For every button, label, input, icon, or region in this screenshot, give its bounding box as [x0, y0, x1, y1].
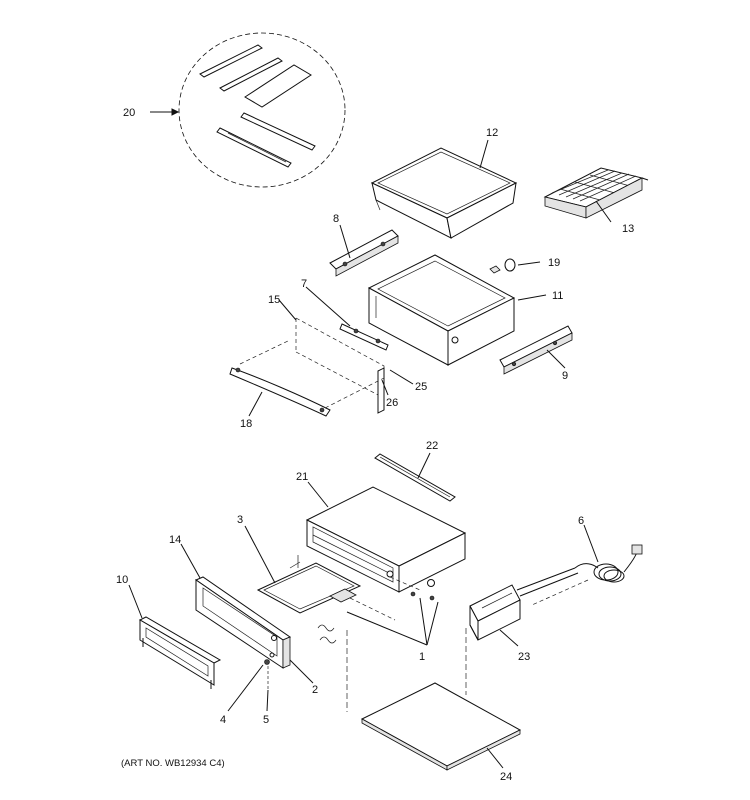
part-20-gasket-kit — [178, 32, 346, 188]
callout-7: 7 — [301, 278, 307, 290]
part-15-drawer-front-panel — [295, 317, 385, 414]
callout-21: 21 — [296, 471, 308, 483]
part-6-power-cord — [516, 544, 643, 606]
callout-10: 10 — [116, 574, 128, 586]
callout-8: 8 — [333, 213, 339, 225]
part-13-rack — [543, 167, 649, 219]
callout-14: 14 — [169, 534, 181, 546]
art-number: (ART NO. WB12934 C4) — [121, 758, 225, 769]
callout-9: 9 — [562, 370, 568, 382]
part-22-strip — [374, 453, 456, 502]
part-14-front-frame — [194, 576, 292, 669]
leader-lines — [128, 108, 612, 769]
part-8-slide-rail — [329, 229, 399, 277]
callout-5: 5 — [263, 714, 269, 726]
part-7-bracket — [339, 323, 389, 351]
part-10-trim-panel — [138, 616, 222, 689]
callout-15: 15 — [268, 294, 280, 306]
callout-26: 26 — [386, 397, 398, 409]
callout-6: 6 — [578, 515, 584, 527]
callout-4: 4 — [220, 714, 226, 726]
part-3-heating-element — [256, 555, 362, 614]
callout-25: 25 — [415, 381, 427, 393]
part-23-bracket-box — [469, 584, 521, 641]
part-9-trim-strip — [499, 325, 573, 375]
part-12-drawer-pan — [370, 147, 518, 239]
callout-12: 12 — [486, 127, 498, 139]
callout-23: 23 — [518, 651, 530, 663]
part-18-handle — [229, 339, 385, 417]
callout-18: 18 — [240, 418, 252, 430]
callout-22: 22 — [426, 440, 438, 452]
screws-2-4-5 — [264, 624, 337, 690]
part-1-terminals — [349, 570, 435, 621]
part-24-bottom-tray — [346, 628, 522, 771]
part-19-washer — [489, 258, 516, 274]
callout-2: 2 — [312, 684, 318, 696]
callout-13: 13 — [622, 223, 634, 235]
callout-19: 19 — [548, 257, 560, 269]
callout-24: 24 — [500, 771, 512, 783]
callout-labels: 20 12 13 8 19 11 7 15 25 26 9 18 22 21 6… — [116, 107, 634, 783]
callout-3: 3 — [237, 514, 243, 526]
part-21-housing — [305, 486, 467, 593]
callout-1: 1 — [419, 651, 425, 663]
part-11-drawer-body — [367, 254, 516, 366]
callout-11: 11 — [552, 290, 563, 302]
callout-20: 20 — [123, 107, 135, 119]
